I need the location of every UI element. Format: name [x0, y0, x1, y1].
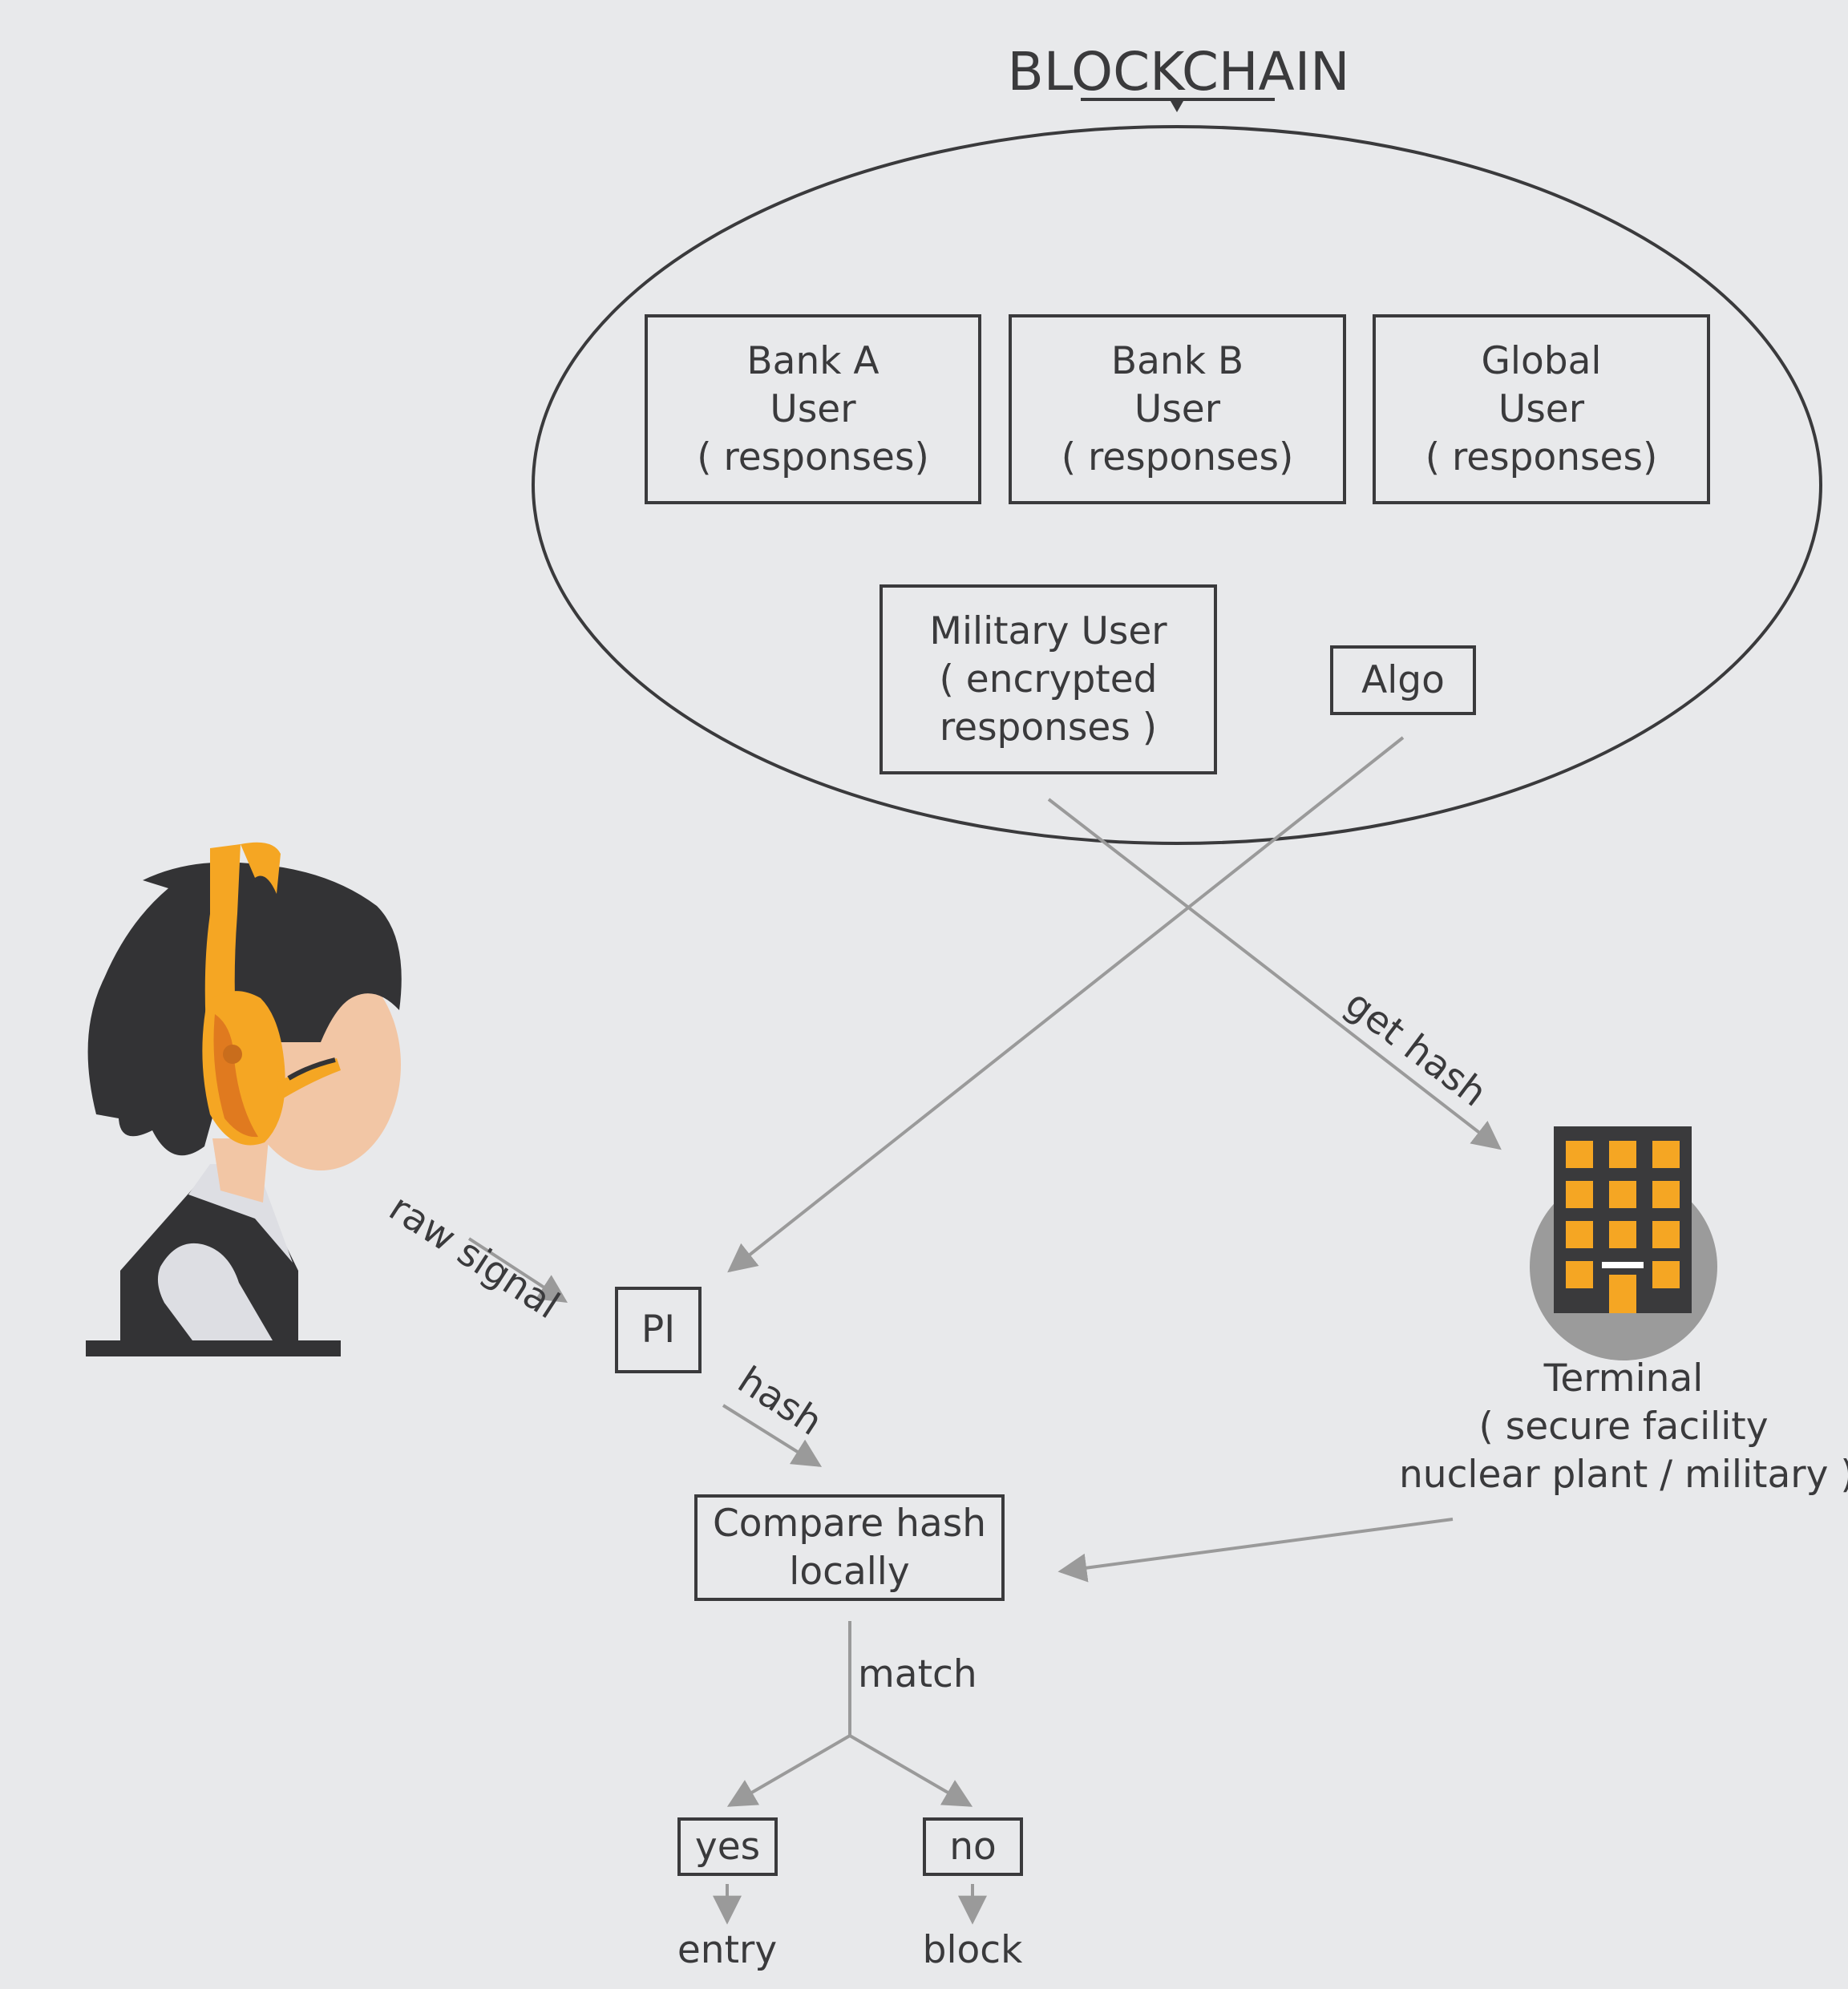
edge-match-no [848, 1734, 973, 1807]
node-algo: Algo [1330, 645, 1476, 715]
edge-match-yes [726, 1734, 851, 1807]
node-bank-b: Bank B User ( responses) [1009, 314, 1346, 504]
node-label: User [1134, 386, 1221, 431]
node-military: Military User ( encrypted responses ) [880, 584, 1217, 774]
node-bank-a: Bank A User ( responses) [645, 314, 981, 504]
result-block: block [922, 1928, 1023, 1972]
terminal-line: Terminal [1543, 1356, 1704, 1401]
building-icon [1530, 1126, 1717, 1360]
node-label: User [1498, 386, 1585, 431]
node-label: Compare hash [712, 1501, 986, 1546]
terminal-line: ( secure facility [1478, 1405, 1769, 1449]
edge-raw-signal [467, 1237, 568, 1303]
outcome-label: no [949, 1824, 997, 1869]
edge-label-match: match [858, 1652, 977, 1696]
node-label: locally [789, 1549, 910, 1594]
node-label: Bank B [1110, 338, 1244, 383]
edge-military-to-terminal [1047, 798, 1502, 1150]
outcome-no: no [923, 1817, 1023, 1876]
node-label: PI [641, 1308, 676, 1352]
page-title: BLOCKCHAIN [1007, 41, 1350, 103]
node-label: ( responses) [697, 435, 929, 479]
title-pointer [1171, 101, 1183, 112]
node-label: ( encrypted [939, 657, 1158, 701]
node-label: Algo [1361, 657, 1445, 702]
edge-hash [722, 1404, 823, 1467]
outcome-yes: yes [677, 1817, 778, 1876]
node-pi: PI [615, 1287, 702, 1373]
node-label: Military User [929, 608, 1167, 653]
blockchain-ellipse [532, 125, 1822, 845]
terminal-line: nuclear plant / military ) [1399, 1453, 1848, 1497]
node-label: Global [1481, 338, 1602, 383]
node-compare: Compare hash locally [694, 1494, 1005, 1601]
outcome-label: yes [694, 1824, 761, 1869]
node-label: responses ) [939, 705, 1158, 750]
person-headset-icon [86, 842, 402, 1356]
node-label: ( responses) [1425, 435, 1658, 479]
node-global: Global User ( responses) [1373, 314, 1710, 504]
node-label: Bank A [746, 338, 880, 383]
edge-terminal-to-compare [1057, 1518, 1454, 1583]
terminal-label: Terminal ( secure facility nuclear plant… [1399, 1355, 1848, 1499]
node-label: User [770, 386, 856, 431]
edge-algo-to-pi [727, 736, 1405, 1273]
node-label: ( responses) [1061, 435, 1294, 479]
result-entry: entry [677, 1928, 778, 1972]
